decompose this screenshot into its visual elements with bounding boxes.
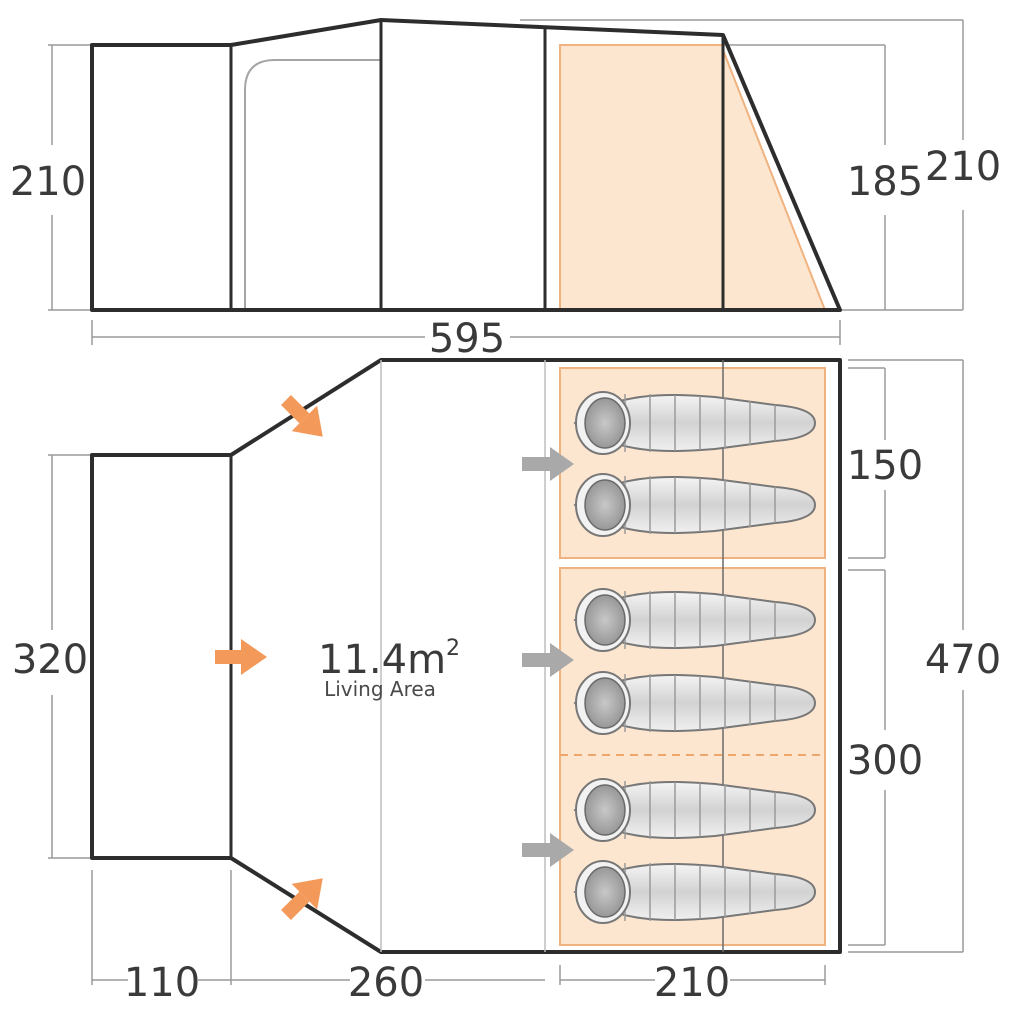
living-area-label: Living Area bbox=[324, 677, 436, 701]
bedroom-bottom-depth-label: 300 bbox=[847, 738, 923, 784]
bedroom-top-depth-label: 150 bbox=[847, 443, 923, 489]
living-area-value: 11.4m2 bbox=[318, 636, 460, 683]
plan-tent-outline bbox=[90, 358, 842, 954]
side-outer-height-label: 210 bbox=[925, 144, 1001, 190]
plan-total-depth-label: 470 bbox=[925, 637, 1001, 683]
bottom-dim-living-label: 260 bbox=[348, 960, 424, 1006]
side-dimension-lines bbox=[48, 19, 964, 345]
canopy-door-outline bbox=[244, 59, 381, 310]
bottom-dim-bedroom-label: 210 bbox=[654, 960, 730, 1006]
living-area-number: 11.4m bbox=[318, 637, 446, 683]
side-total-length-label: 595 bbox=[429, 316, 505, 362]
side-section-lines bbox=[229, 20, 725, 310]
side-bedroom-wedge bbox=[722, 49, 827, 311]
side-bedroom-panel bbox=[559, 44, 724, 311]
bottom-dim-canopy-label: 110 bbox=[124, 960, 200, 1006]
orange-entry-arrow-icon bbox=[215, 639, 267, 675]
side-left-height-label: 210 bbox=[10, 159, 86, 205]
living-area-superscript: 2 bbox=[446, 636, 460, 661]
side-view: 210 185 210 595 bbox=[10, 18, 1001, 362]
plan-dimension-lines bbox=[48, 359, 964, 985]
floor-plan: 11.4m2 Living Area 320 150 300 470 110 2… bbox=[12, 358, 1001, 1006]
side-inner-height-label: 185 bbox=[847, 159, 923, 205]
plan-left-depth-label: 320 bbox=[12, 637, 88, 683]
